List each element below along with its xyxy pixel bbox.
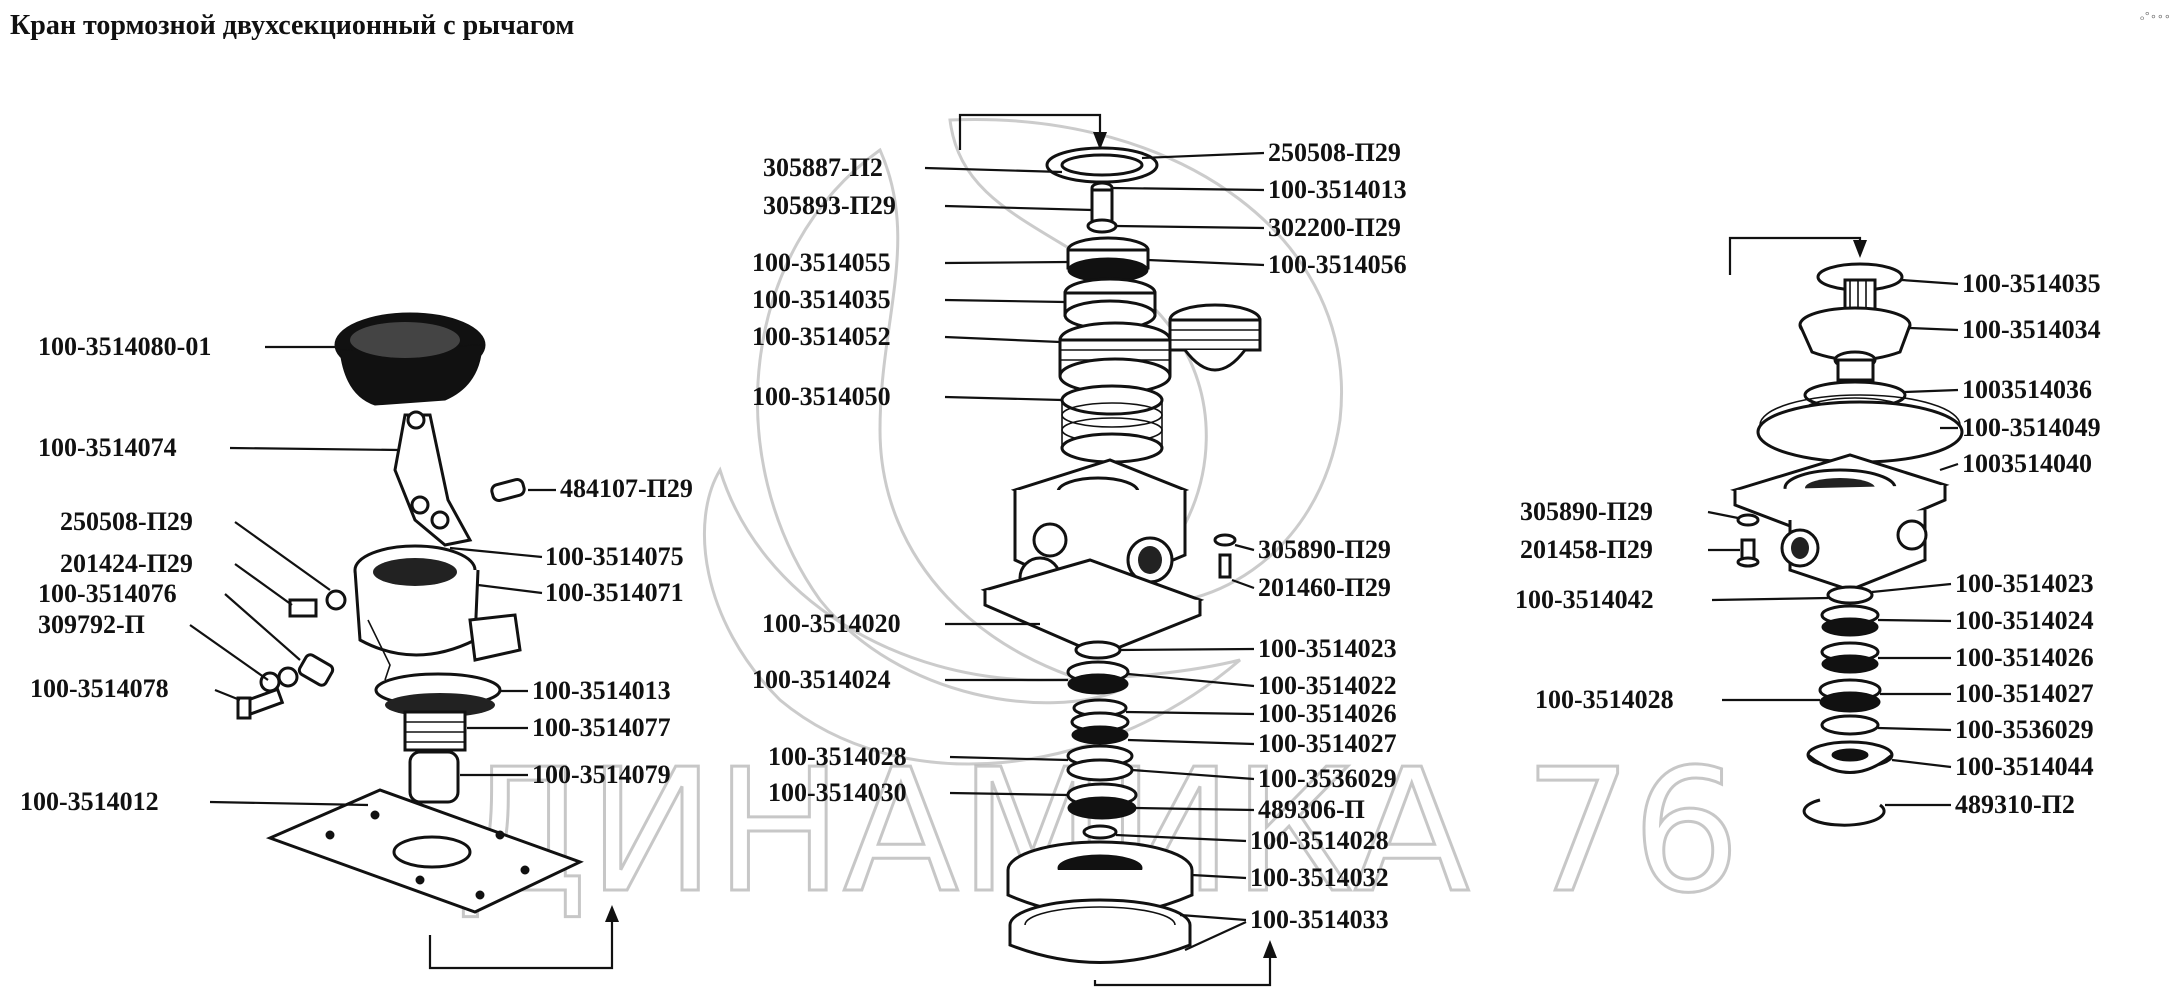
label-484107-p29: 484107-П29 bbox=[560, 474, 693, 503]
label-100-3514049: 100-3514049 bbox=[1962, 413, 2101, 442]
label-100-3514012: 100-3514012 bbox=[20, 787, 159, 816]
bolt-201424 bbox=[288, 589, 347, 618]
label-100-3514074: 100-3514074 bbox=[38, 433, 177, 462]
label-100-3514079: 100-3514079 bbox=[532, 760, 671, 789]
label-100-3514078: 100-3514078 bbox=[30, 674, 169, 703]
label-100-3514013-left: 100-3514013 bbox=[532, 676, 671, 705]
label-100-3514035-right: 100-3514035 bbox=[1962, 269, 2101, 298]
label-100-3514027-center: 100-3514027 bbox=[1258, 729, 1397, 758]
left-assembly bbox=[236, 312, 619, 970]
label-201458-p29: 201458-П29 bbox=[1520, 535, 1653, 564]
lever-knob bbox=[334, 312, 486, 406]
label-100-3514022: 100-3514022 bbox=[1258, 671, 1397, 700]
lever-housing bbox=[353, 544, 522, 681]
lever-flange bbox=[374, 672, 502, 804]
label-100-3514023-right: 100-3514023 bbox=[1955, 569, 2094, 598]
label-100-3514013-center: 100-3514013 bbox=[1268, 175, 1407, 204]
label-100-3514076: 100-3514076 bbox=[38, 579, 177, 608]
label-100-3514024-right: 100-3514024 bbox=[1955, 606, 2094, 635]
left-labels: 100-3514080-01 100-3514074 484107-П29 25… bbox=[20, 332, 693, 816]
label-201424-p29: 201424-П29 bbox=[60, 549, 193, 578]
label-201460-p29: 201460-П29 bbox=[1258, 573, 1391, 602]
label-1003514040: 1003514040 bbox=[1962, 449, 2092, 478]
label-100-3514056: 100-3514056 bbox=[1268, 250, 1407, 279]
bolt-3514078 bbox=[236, 687, 285, 720]
label-100-3514020: 100-3514020 bbox=[762, 609, 901, 638]
label-100-3536029-right: 100-3536029 bbox=[1955, 715, 2094, 744]
label-100-3514071: 100-3514071 bbox=[545, 578, 684, 607]
diagram-title: Кран тормозной двухсекционный с рычагом bbox=[10, 10, 574, 41]
right-valve-body bbox=[1730, 453, 1950, 592]
label-1003514036: 1003514036 bbox=[1962, 375, 2092, 404]
label-309792-p: 309792-П bbox=[38, 610, 145, 639]
label-305887-p2: 305887-П2 bbox=[763, 153, 883, 182]
label-100-3514030: 100-3514030 bbox=[768, 778, 907, 807]
right-assembly bbox=[1728, 236, 1964, 827]
label-100-3514026-right: 100-3514026 bbox=[1955, 643, 2094, 672]
lever bbox=[393, 410, 473, 547]
label-100-3514050: 100-3514050 bbox=[752, 382, 891, 411]
mounting-plate bbox=[265, 788, 584, 914]
center-assembly bbox=[958, 113, 1277, 987]
label-302200-p29: 302200-П29 bbox=[1268, 213, 1401, 242]
label-100-3514075: 100-3514075 bbox=[545, 542, 684, 571]
label-100-3514055: 100-3514055 bbox=[752, 248, 891, 277]
label-100-3514033: 100-3514033 bbox=[1250, 905, 1389, 934]
label-489306-p: 489306-П bbox=[1258, 795, 1365, 824]
corner-mark: ₒ°∘∘∘ bbox=[2140, 10, 2171, 23]
label-100-3514027-right: 100-3514027 bbox=[1955, 679, 2094, 708]
label-100-3514034: 100-3514034 bbox=[1962, 315, 2101, 344]
label-489310-p2: 489310-П2 bbox=[1955, 790, 2075, 819]
label-100-3514032: 100-3514032 bbox=[1250, 863, 1389, 892]
center-labels: 305887-П2 305893-П29 100-3514055 100-351… bbox=[752, 138, 1407, 951]
label-100-3514080-01: 100-3514080-01 bbox=[38, 332, 211, 361]
label-100-3514028-right: 100-3514028 bbox=[1535, 685, 1674, 714]
label-305890-p29-right: 305890-П29 bbox=[1520, 497, 1653, 526]
label-305893-p29: 305893-П29 bbox=[763, 191, 896, 220]
label-100-3514024-center: 100-3514024 bbox=[752, 665, 891, 694]
label-100-3514026-center: 100-3514026 bbox=[1258, 699, 1397, 728]
label-250508-p29-left: 250508-П29 bbox=[60, 507, 193, 536]
label-100-3514028-lower: 100-3514028 bbox=[1250, 826, 1389, 855]
label-250508-p29-center: 250508-П29 bbox=[1268, 138, 1401, 167]
side-valve bbox=[1168, 303, 1262, 372]
pin-484107 bbox=[490, 477, 526, 503]
right-labels: 100-3514035 100-3514034 1003514036 100-3… bbox=[1515, 269, 2101, 819]
main-valve-body bbox=[980, 458, 1205, 657]
label-100-3514023-center: 100-3514023 bbox=[1258, 634, 1397, 663]
label-100-3514028-center: 100-3514028 bbox=[768, 742, 907, 771]
label-100-3536029-center: 100-3536029 bbox=[1258, 764, 1397, 793]
label-100-3514077: 100-3514077 bbox=[532, 713, 671, 742]
label-305890-p29-center: 305890-П29 bbox=[1258, 535, 1391, 564]
label-100-3514044: 100-3514044 bbox=[1955, 752, 2094, 781]
label-100-3514042: 100-3514042 bbox=[1515, 585, 1654, 614]
label-100-3514052: 100-3514052 bbox=[752, 322, 891, 351]
label-100-3514035-center: 100-3514035 bbox=[752, 285, 891, 314]
